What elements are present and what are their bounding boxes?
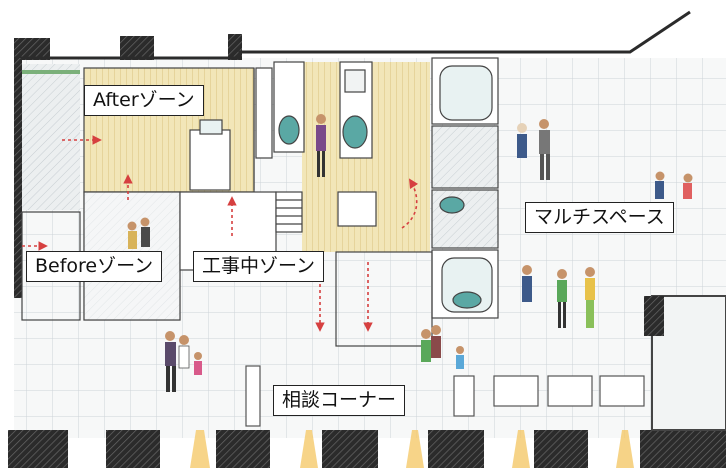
bath-column <box>431 57 499 319</box>
construction-zone-label: 工事中ゾーン <box>193 251 325 282</box>
multi-space-label: マルチスペース <box>525 202 674 233</box>
after-zone-label: Afterゾーン <box>84 85 204 116</box>
after-zone-rooms <box>83 67 273 193</box>
person-before-2 <box>140 217 150 247</box>
person-couple-top <box>517 119 550 180</box>
person-group-center <box>522 265 595 328</box>
person-multi-right <box>655 171 693 199</box>
bathroom-rooms <box>273 61 373 159</box>
route-arrows <box>22 135 419 332</box>
person-after-zone <box>316 114 326 177</box>
person-before-1 <box>127 221 137 249</box>
outer-wall-bottom <box>8 430 726 468</box>
outer-wall-top <box>14 10 691 60</box>
outer-wall-left <box>14 58 22 298</box>
consultation-corner-label: 相談コーナー <box>273 385 406 416</box>
outer-wall-right <box>651 295 726 431</box>
garden-area <box>22 64 80 210</box>
person-family-left <box>165 331 202 392</box>
before-zone-label: Beforeゾーン <box>26 251 163 282</box>
people-figures <box>127 114 693 392</box>
consultation-tables <box>245 365 645 427</box>
right-pillar <box>644 296 664 336</box>
light-beams <box>190 430 634 468</box>
person-family-center <box>421 325 464 369</box>
